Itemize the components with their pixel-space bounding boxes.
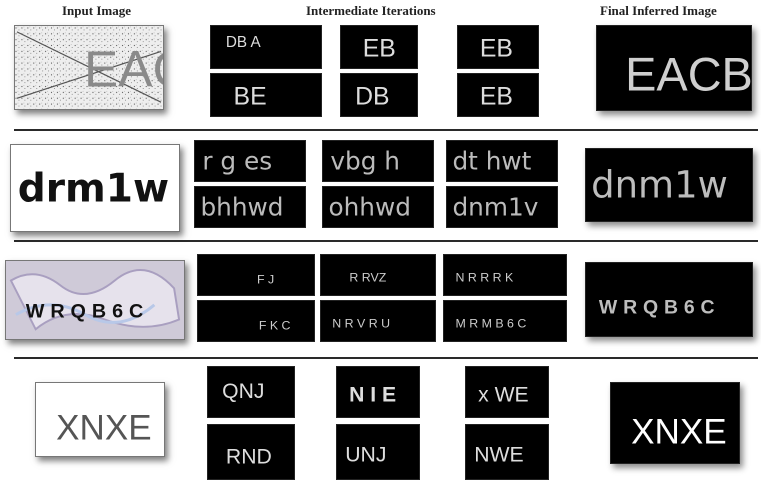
- iteration-text: bhhwd: [200, 193, 283, 222]
- iteration-tile: bhhwd: [194, 186, 306, 228]
- iteration-tile: UNJ: [336, 424, 420, 480]
- iteration-text: dt hwt: [452, 147, 531, 176]
- iteration-tile: N R V R U: [320, 300, 436, 342]
- iteration-text: ohhwd: [328, 193, 410, 222]
- final-text-row-2: dnm1w: [591, 164, 728, 207]
- input-text-row-1: EAC B: [84, 41, 163, 98]
- iteration-text: x WE: [478, 384, 529, 407]
- input-image-row-3: WRQB6C: [5, 260, 185, 340]
- iteration-tile: dt hwt: [446, 140, 558, 182]
- iteration-tile: BE: [210, 73, 322, 117]
- iteration-tile: vbg h: [322, 140, 434, 182]
- input-image-header: Input Image: [62, 3, 131, 19]
- iteration-text: N R R R K: [455, 271, 514, 285]
- iteration-tile: N I E: [336, 366, 420, 418]
- iteration-tile: dnm1v: [446, 186, 558, 228]
- iteration-tile: F K C: [197, 300, 315, 342]
- iteration-text: F J: [257, 273, 274, 287]
- iteration-tile: DB A: [210, 25, 322, 69]
- input-image-row-2: drm1w: [10, 144, 180, 232]
- iteration-tile: RND: [207, 424, 295, 480]
- iteration-text: DB: [355, 84, 389, 111]
- final-image-row-3: WRQB6C: [585, 262, 753, 337]
- final-image-row-1: EACB: [596, 25, 752, 111]
- input-image-row-4: XNXE: [35, 382, 165, 457]
- iteration-text: r g es: [202, 147, 272, 176]
- iteration-text: M R M B 6 C: [455, 317, 526, 331]
- input-text-row-3: WRQB6C: [26, 301, 149, 323]
- row-separator: [14, 129, 758, 131]
- row-separator: [14, 240, 758, 242]
- iteration-text: EB: [480, 84, 513, 111]
- iteration-text: N I E: [349, 384, 396, 407]
- iteration-text: F K C: [259, 319, 291, 333]
- input-text-row-2: drm1w: [18, 167, 169, 212]
- final-image-row-2: dnm1w: [585, 148, 753, 222]
- intermediate-iterations-header: Intermediate Iterations: [306, 3, 436, 19]
- final-inferred-image-header: Final Inferred Image: [600, 3, 717, 19]
- iteration-tile: QNJ: [207, 366, 295, 418]
- iteration-text: dnm1v: [452, 193, 538, 222]
- iteration-tile: M R M B 6 C: [443, 300, 567, 342]
- iteration-text: RND: [226, 446, 272, 469]
- iteration-tile: N R R R K: [443, 254, 567, 296]
- iteration-text: BE: [234, 84, 267, 111]
- iteration-tile: EB: [457, 73, 539, 117]
- iteration-text: UNJ: [345, 444, 386, 467]
- input-image-row-1: EAC B: [14, 25, 164, 110]
- final-text-row-1: EACB: [625, 48, 751, 100]
- iteration-text: vbg h: [330, 147, 400, 176]
- row-separator: [14, 357, 758, 359]
- iteration-tile: NWE: [465, 424, 549, 480]
- iteration-text: NWE: [474, 444, 523, 467]
- iteration-tile: ohhwd: [322, 186, 434, 228]
- iteration-text: EB: [480, 36, 513, 63]
- iteration-text: R RVZ: [349, 271, 386, 285]
- iteration-tile: x WE: [465, 366, 549, 418]
- input-text-row-4: XNXE: [56, 408, 151, 447]
- iteration-tile: DB: [340, 73, 418, 117]
- final-image-row-4: XNXE: [610, 382, 740, 464]
- iteration-text: QNJ: [222, 380, 264, 403]
- iteration-tile: r g es: [194, 140, 306, 182]
- iteration-text: N R V R U: [332, 317, 390, 331]
- iteration-text: EB: [363, 36, 396, 63]
- iteration-tile: R RVZ: [320, 254, 436, 296]
- iteration-tile: EB: [457, 25, 539, 69]
- iteration-text: DB A: [226, 34, 262, 51]
- final-text-row-4: XNXE: [631, 412, 727, 451]
- iteration-tile: EB: [340, 25, 418, 69]
- iteration-tile: F J: [197, 254, 315, 296]
- final-text-row-3: WRQB6C: [599, 297, 721, 319]
